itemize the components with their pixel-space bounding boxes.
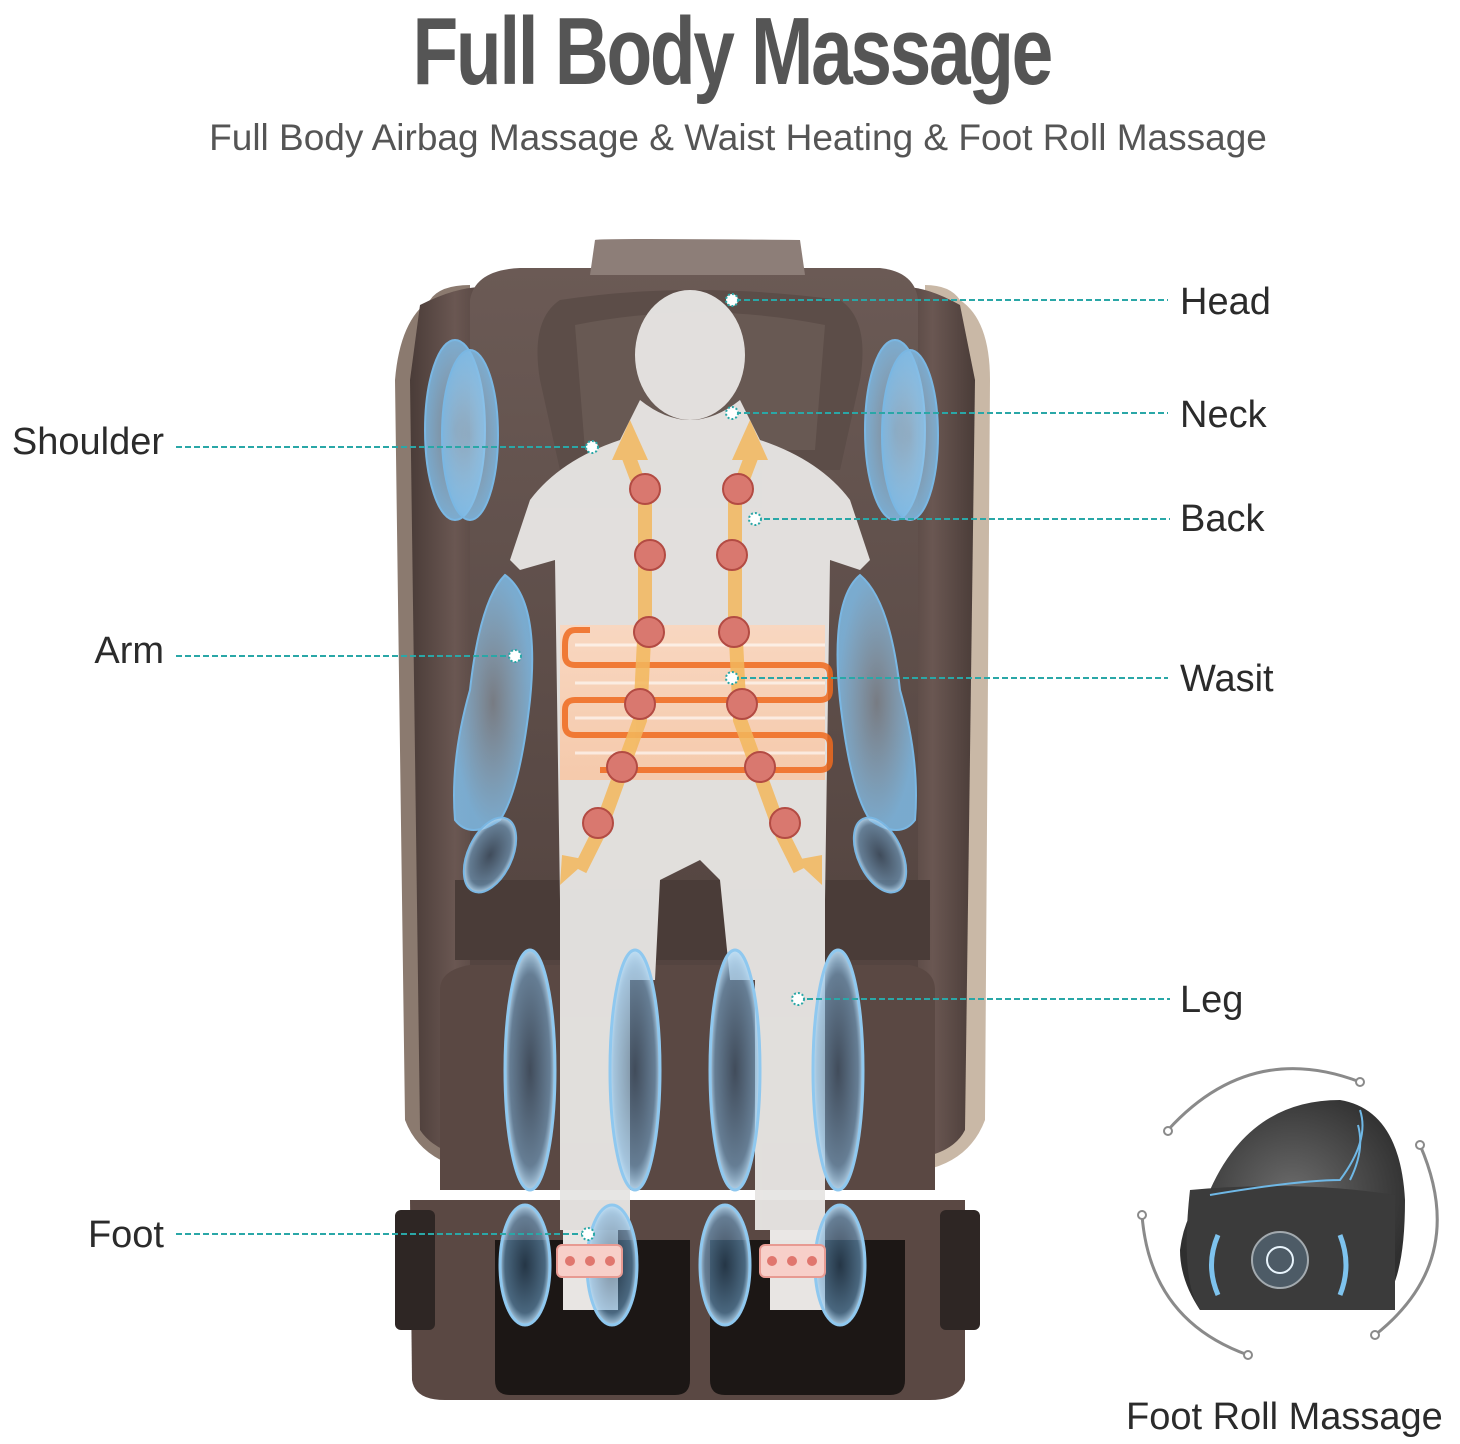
callout-label-leg: Leg [1180,979,1244,1021]
foot-roll-caption: Foot Roll Massage [1126,1396,1443,1438]
callout-lines [176,299,1170,1235]
callout-label-back: Back [1180,498,1265,540]
callout-label-foot: Foot [87,1214,164,1256]
callout-label-shoulder: Shoulder [11,421,164,463]
page-subtitle: Full Body Airbag Massage & Waist Heating… [209,117,1267,158]
arm-airbags [453,573,917,894]
callout-label-neck: Neck [1180,394,1267,436]
callout-label-head: Head [1180,281,1271,323]
shoulder-airbags [424,339,939,521]
foot-rollers [556,1244,826,1278]
callout-anchor-points [508,293,805,1241]
page-title: Full Body Massage [412,0,1054,105]
callout-label-waist: Wasit [1180,658,1274,700]
waist-heating-zone [560,625,833,780]
callout-label-arm: Arm [94,630,164,672]
massage-nodes [582,473,801,839]
foot-roll-inset [1137,1067,1439,1360]
